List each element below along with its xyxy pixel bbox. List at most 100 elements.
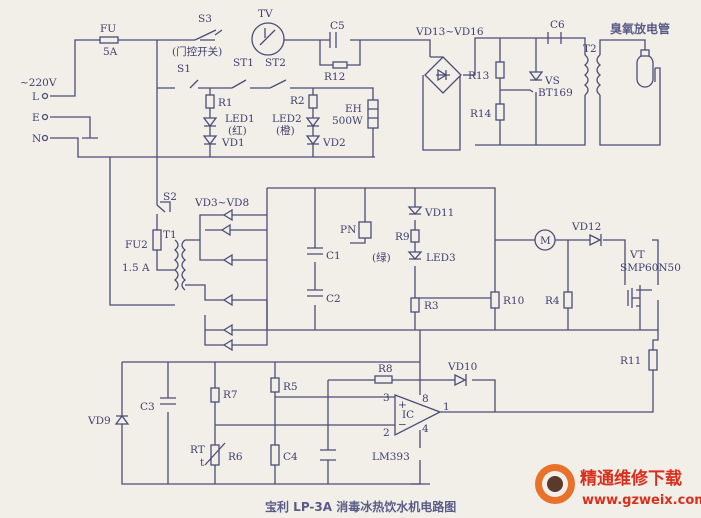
label-R11: R11 [620,355,641,367]
label-IC-part: LM393 [372,451,410,463]
label-FU2-rating: 1.5 A [122,262,150,274]
label-M: M [540,235,551,247]
resistor-R1 [205,94,215,109]
label-ozone-tube: 臭氧放电管 [610,21,670,36]
resistor-R7 [210,387,220,403]
label-VT: VT [629,249,645,261]
transformer-T2 [583,54,602,96]
diagram-caption: 宝利 LP-3A 消毒冰热饮水机电路图 [265,499,456,514]
label-pin3: 3 [383,392,390,404]
heater-EH [367,99,379,129]
diode-VD1 [202,135,218,146]
fuse-FU [99,36,119,44]
led-LED1 [202,117,218,128]
led-LED2 [305,117,321,128]
terminal-L [41,92,49,100]
mosfet-VT [627,288,652,308]
label-pin4: 4 [422,423,429,435]
label-T1: T1 [163,229,177,241]
label-bridge: VD13~VD16 [415,26,484,38]
terminal-N [41,134,49,142]
label-VT-part: SMP60N50 [620,262,681,274]
timer-TV [251,22,285,56]
switch-S3 [194,29,217,41]
terminal-E [41,113,49,121]
label-pin2: 2 [383,427,390,439]
diode-VD11 [407,206,423,215]
label-RT: RT [190,444,205,456]
label-EH-rating: 500W [332,115,363,127]
rectifier-VD3-VD8 [185,208,268,352]
label-VD2: VD2 [322,137,346,149]
scr-VS [528,71,544,82]
label-VD3-VD8: VD3~VD8 [194,197,249,209]
watermark-logo: 精通维修下载 www.gzweix.com [535,464,701,508]
resistor-R2 [308,94,318,109]
label-EH: EH [345,103,362,115]
label-LED2: LED2 [272,113,302,125]
label-E: E [32,112,40,124]
label-R3: R3 [424,300,439,312]
resistor-R10 [490,291,500,309]
label-T2: T2 [583,43,597,55]
label-R10: R10 [503,295,524,307]
label-PN: PN [340,224,356,236]
watermark-name: 精通维修下载 [580,468,682,489]
label-LED2-color: (橙) [276,124,295,137]
label-R12: R12 [324,71,345,83]
label-VS-part: BT169 [538,87,573,99]
label-pin8: 8 [422,393,429,405]
label-S3: S3 [198,13,212,25]
label-VD1: VD1 [221,137,245,149]
label-IC: IC [402,409,414,421]
thermistor-RT-R6 [210,444,220,466]
resistor-R3 [410,297,420,313]
capacitor-C3 [160,397,176,405]
resistor-R5 [270,377,280,393]
label-TV: TV [258,8,273,20]
comparator-IC [394,394,442,437]
label-C3: C3 [140,401,155,413]
label-VD10: VD10 [447,361,477,373]
resistor-R9 [410,229,420,243]
zener-VD9 [114,414,130,425]
watermark-url: www.gzweix.com [582,493,701,508]
label-R5: R5 [283,381,298,393]
label-VS: VS [544,75,560,87]
label-FU: FU [100,23,116,35]
resistor-R14 [495,103,505,121]
label-LED3-color: (绿) [372,251,391,264]
label-VD9: VD9 [87,415,111,427]
switch-S2 [160,201,171,212]
label-plus: + [398,399,407,411]
label-R9: R9 [395,231,410,243]
resistor-R12 [332,61,348,69]
labels: ~220V L E N FU 5A S3 (门控开关) TV ST1 ST2 C… [20,8,681,514]
components [41,22,658,485]
label-C6: C6 [550,19,565,31]
label-t: t [200,457,205,469]
label-C4: C4 [283,451,298,463]
capacitor-C6 [547,32,562,44]
label-L: L [32,91,39,103]
label-S2: S2 [163,191,177,203]
label-ac: ~220V [20,77,57,89]
label-ST2: ST2 [265,57,286,69]
label-R7: R7 [223,389,238,401]
label-R13: R13 [468,70,489,82]
capacitor-unlabeled [320,449,336,461]
label-C1: C1 [326,250,341,262]
wires [50,29,661,485]
resistor-R13 [495,61,505,79]
resistor-R8 [374,375,393,384]
label-FU2: FU2 [125,239,148,251]
fuse-FU2 [152,229,162,251]
diode-VD10 [454,373,467,387]
label-VD11: VD11 [424,207,454,219]
label-door-switch: (门控开关) [172,45,222,58]
label-LED1: LED1 [225,113,255,125]
label-FU-rating: 5A [103,46,118,58]
label-R2: R2 [290,95,305,107]
